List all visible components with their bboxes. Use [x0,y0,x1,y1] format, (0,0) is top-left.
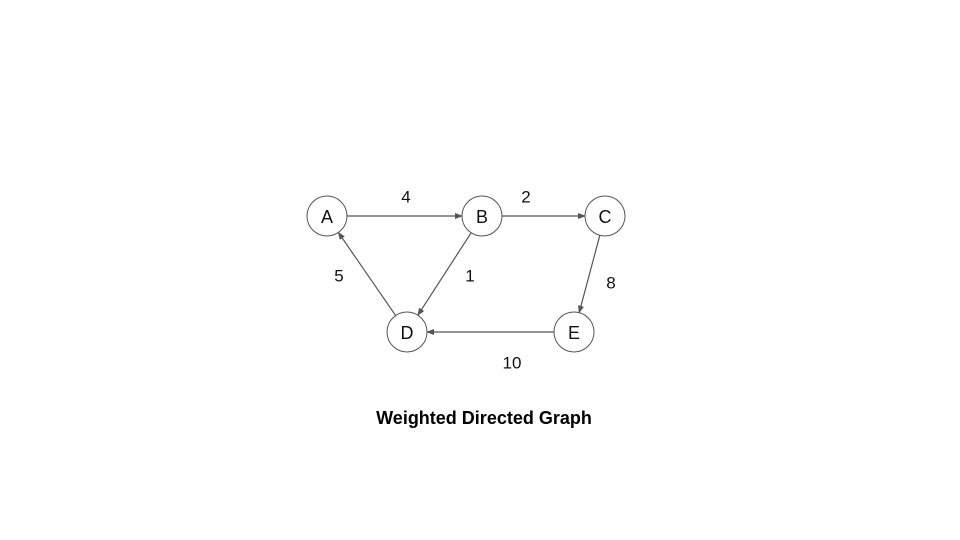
edge-b-d [417,232,472,317]
node-a: A [306,195,348,237]
node-circle [461,195,503,237]
edge-weight-a-b: 4 [401,188,410,207]
node-e: E [553,311,595,353]
edge-weight-c-e: 8 [606,274,615,293]
node-b: B [461,195,503,237]
edge-weight-d-a: 5 [334,267,343,286]
node-circle [584,195,626,237]
edge-c-e [578,235,601,314]
node-label: B [476,207,488,227]
node-label: A [321,207,333,227]
node-circle [306,195,348,237]
edge-weight-e-d: 10 [503,354,522,373]
node-label: D [401,323,414,343]
node-c: C [584,195,626,237]
node-circle [386,311,428,353]
edges-layer: 4 2 1 8 10 5 [334,188,615,373]
edge-weight-b-c: 2 [521,188,530,207]
node-label: C [599,207,612,227]
node-d: D [386,311,428,353]
edge-weight-b-d: 1 [465,267,474,286]
diagram-caption: Weighted Directed Graph [376,408,592,428]
nodes-layer: A B C D E [306,195,626,353]
node-circle [553,311,595,353]
edge-d-a [337,231,397,316]
node-label: E [568,323,580,343]
